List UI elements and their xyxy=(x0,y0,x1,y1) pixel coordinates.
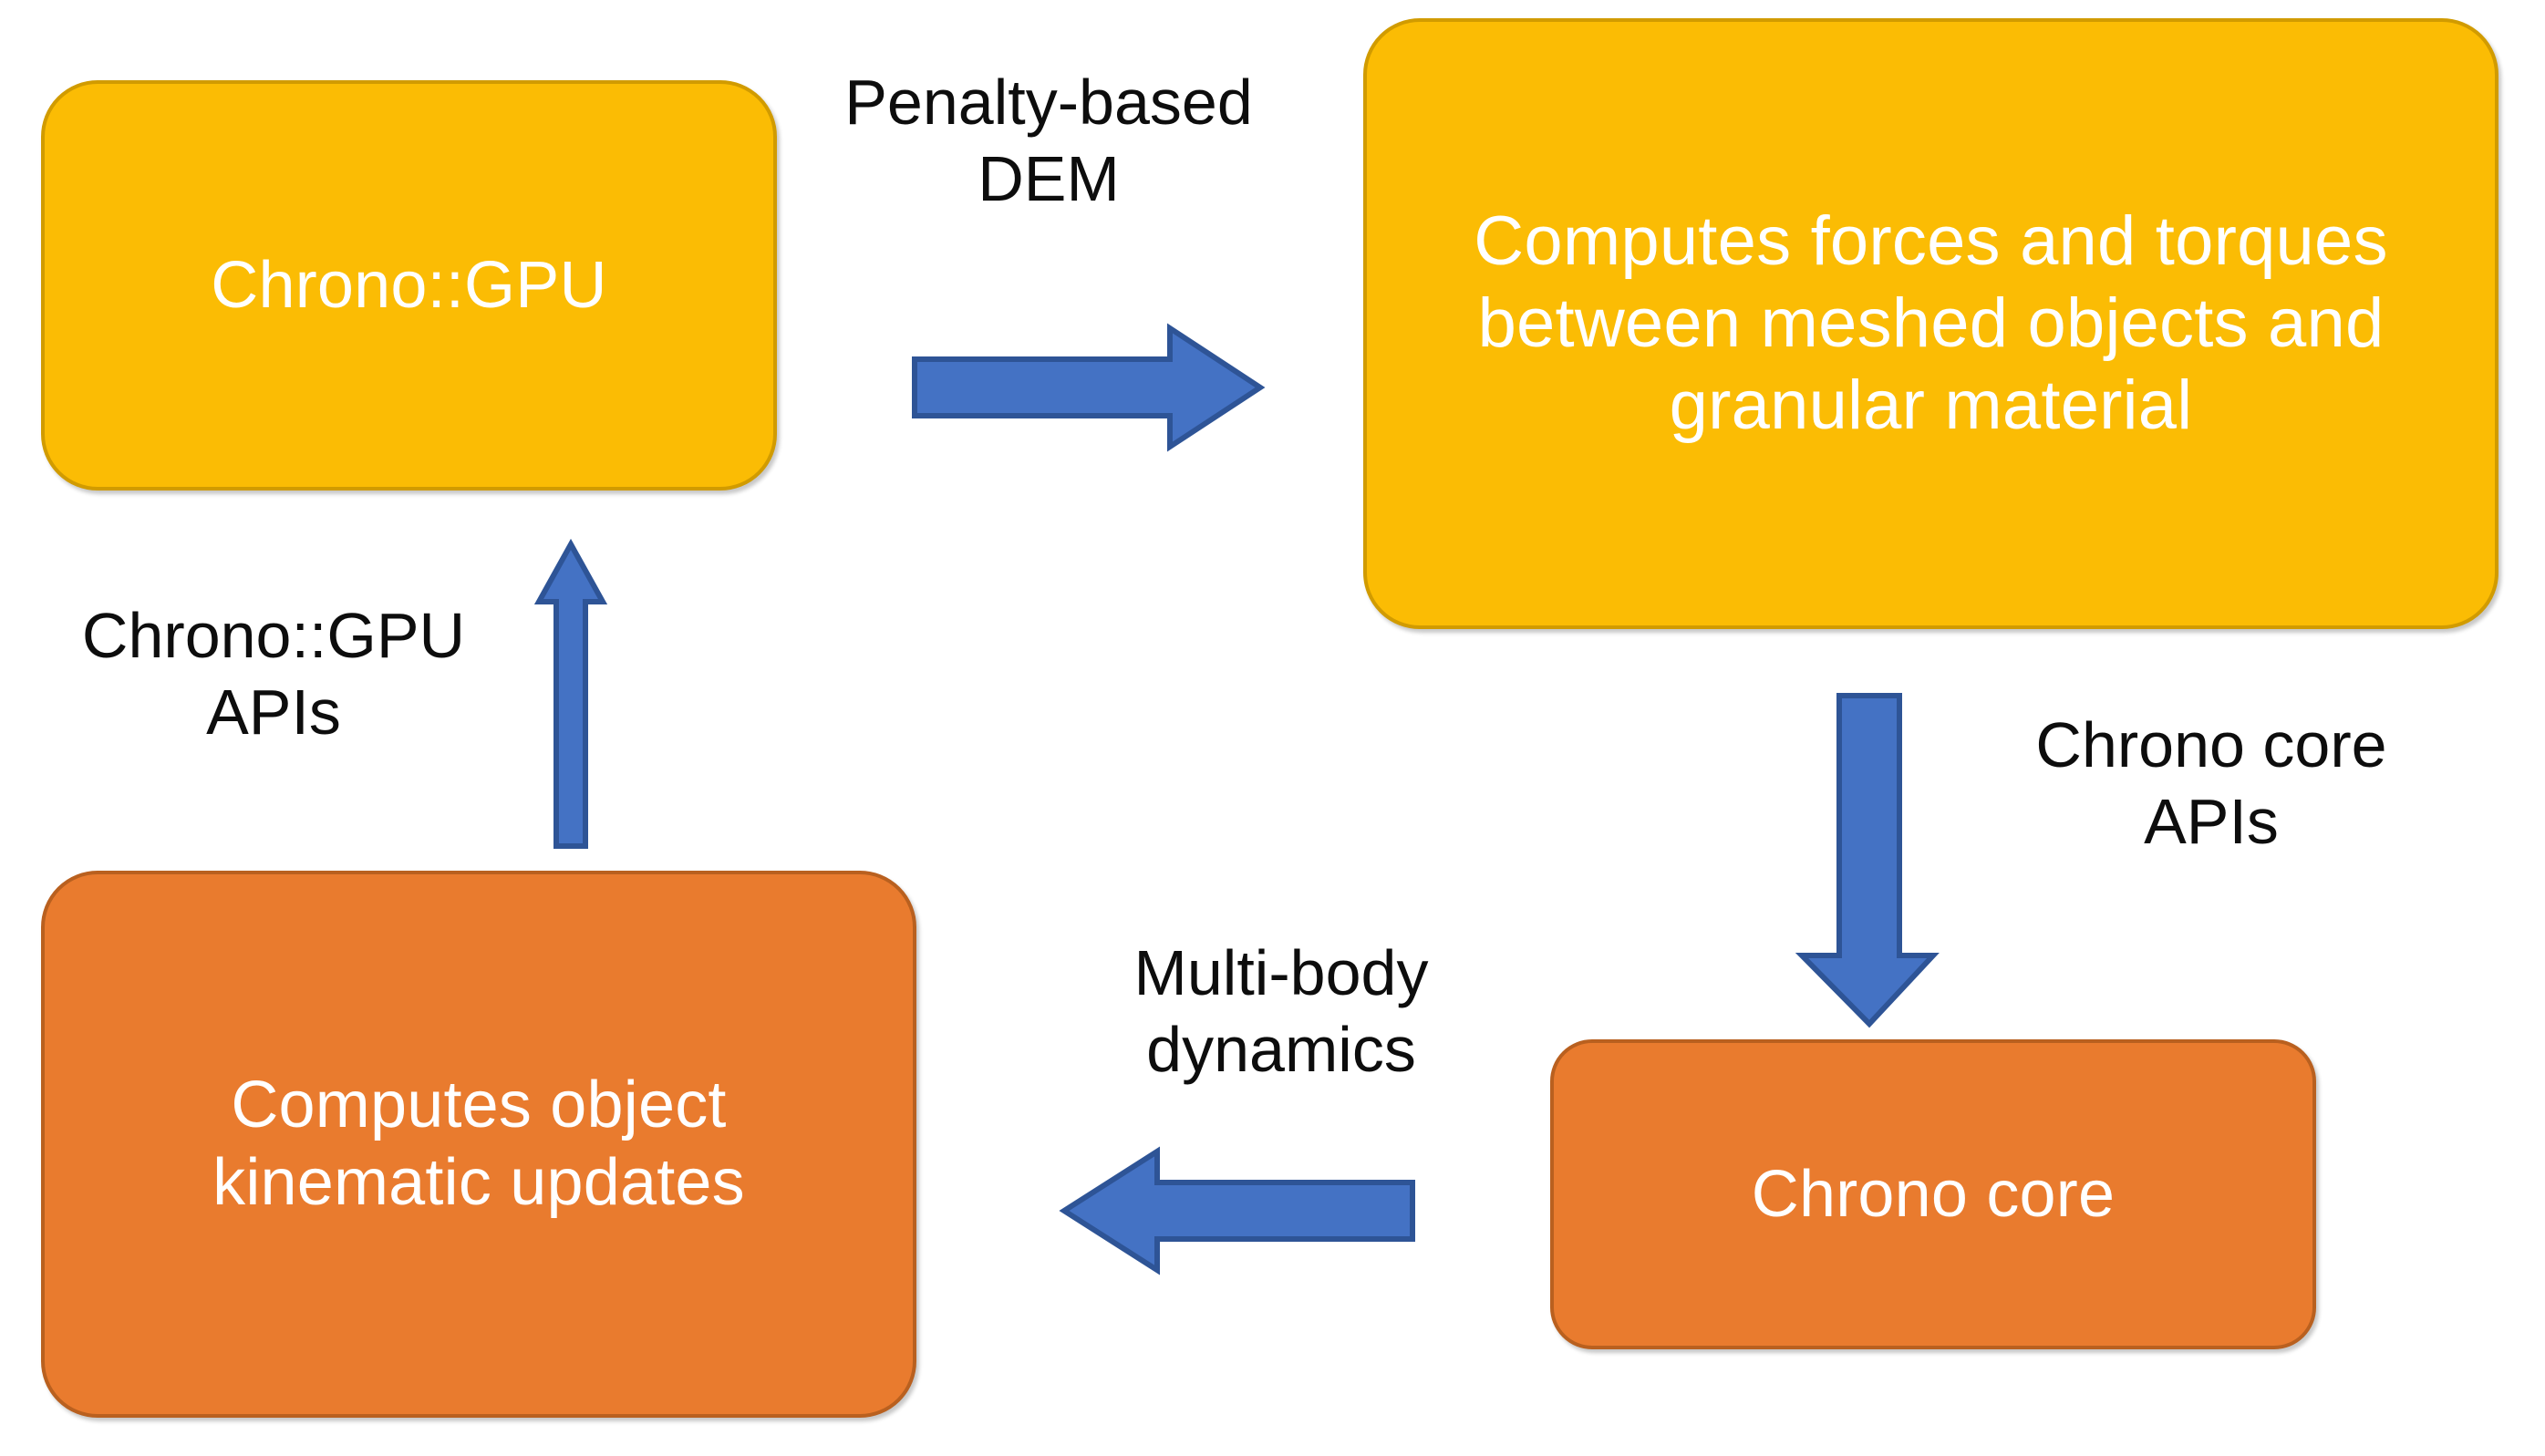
node-kinematic-updates[interactable]: Computes object kinematic updates xyxy=(41,871,916,1418)
arrow-right-icon xyxy=(912,323,1266,452)
node-computes-forces-label: Computes forces and torques between mesh… xyxy=(1474,202,2388,444)
edge-label-chrono-gpu-apis: Chrono::GPU APIs xyxy=(81,600,466,748)
arrow-down-icon xyxy=(1795,691,1940,1028)
node-kinematic-updates-label: Computes object kinematic updates xyxy=(212,1069,745,1219)
arrow-left-icon xyxy=(1059,1146,1415,1275)
arrow-up-icon xyxy=(533,538,608,850)
node-chrono-gpu[interactable]: Chrono::GPU xyxy=(41,80,777,490)
node-computes-forces[interactable]: Computes forces and torques between mesh… xyxy=(1363,18,2498,629)
edge-label-penalty-based-dem: Penalty-based DEM xyxy=(844,67,1253,214)
edge-label-chrono-core-apis: Chrono core APIs xyxy=(2035,709,2387,857)
node-chrono-core-label: Chrono core xyxy=(1751,1157,2116,1231)
node-chrono-gpu-label: Chrono::GPU xyxy=(211,248,607,322)
node-chrono-core[interactable]: Chrono core xyxy=(1550,1039,2316,1349)
edge-label-multi-body-dynamics: Multi-body dynamics xyxy=(1133,937,1429,1085)
